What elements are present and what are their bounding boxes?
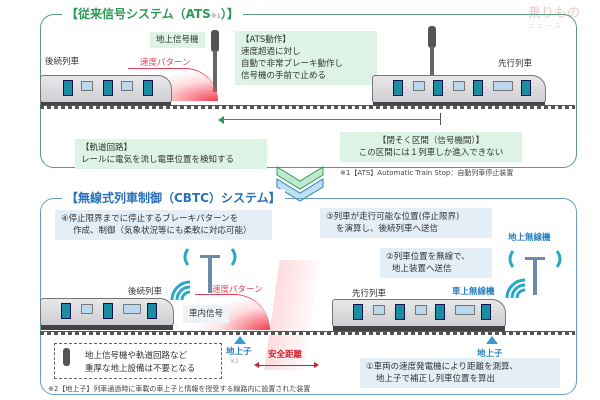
- no-equipment-line2: 重厚な地上設備は不要となる: [85, 364, 196, 374]
- cbtc-panel: [40, 198, 577, 395]
- rail-track-ats: [40, 105, 575, 109]
- cbtc-speed-pattern-label: 速度パターン: [212, 285, 263, 295]
- ats-ground-signal-icon: [211, 30, 219, 52]
- no-equipment-line1: 地上信号機や軌道回路など: [85, 351, 188, 361]
- cbtc-leading-train-label: 先行列車: [352, 289, 387, 299]
- block-section-box: 【閉そく区間（信号機間）】 この区間には１列車しか進入できない: [340, 132, 522, 162]
- cbtc-title: 【無線式列車制御（CBTC）システム】: [62, 189, 285, 206]
- step3-box: ③列車が走行可能な位置(停止限界) を演算し、後続列車へ送信: [320, 208, 492, 238]
- leading-train-cbtc: [332, 299, 506, 331]
- safe-distance-arrow-head: [314, 362, 319, 368]
- block-section-arrow-head: [218, 116, 224, 124]
- safe-distance-label: 安全距離: [268, 350, 303, 360]
- step2-box: ②列車位置を無線で、 地上装置へ送信: [380, 248, 492, 278]
- safe-distance-arrow-head: [254, 362, 259, 368]
- cbtc-footnote: ※2【地上子】列車通過時に車載の車上子と情報を授受する線路内に設置された装置: [48, 385, 311, 393]
- transponder-label: 地上子: [226, 347, 252, 357]
- ground-radio-antenna-icon: [508, 250, 562, 295]
- cab-signal-label: 車内信号: [183, 305, 230, 323]
- transponder-icon: [486, 336, 498, 344]
- ats-action-box: 【ATS動作】 速度超過に対し 自動で非常ブレーキ動作し 信号機の手前で止める: [235, 31, 377, 85]
- ground-radio-antenna-icon: [183, 248, 237, 293]
- following-train-cbtc: [40, 298, 174, 330]
- signal-pole: [213, 50, 217, 92]
- following-train-label: 後続列車: [45, 57, 80, 67]
- leading-train-label: 先行列車: [498, 59, 533, 69]
- step1-box: ①車両の速度発電機により距離を測算、 地上子で補正し列車位置を算出: [360, 358, 560, 388]
- chevron-down-icon: [276, 166, 324, 202]
- safe-distance-arrow: [257, 365, 315, 366]
- block-section-arrow-tick: [440, 113, 441, 125]
- ats-footnote: ※1【ATS】Automatic Train Stop：自動列車停止装置: [340, 169, 514, 177]
- track-circuit-box: 【軌道回路】 レールに電気を流し電車位置を検知する: [75, 139, 267, 169]
- onboard-radio-wave-icon: [170, 280, 191, 301]
- watermark-sub-text: ニュース: [528, 23, 564, 30]
- ats-leading-signal-icon: [428, 26, 436, 48]
- signal-crossed-icon: [63, 348, 70, 366]
- speed-pattern-label: 速度パターン: [140, 58, 191, 68]
- signal-pole: [430, 46, 434, 76]
- onboard-radio-wave-icon: [505, 278, 526, 299]
- step4-box: ④停止限界までに停止するブレーキパターンを 作成、制御（気象状況等にも柔軟に対応…: [55, 210, 272, 240]
- ground-signal-label: 地上信号機: [150, 32, 205, 48]
- block-section-arrow: [220, 119, 440, 120]
- transponder-label-leading: 地上子: [477, 349, 503, 359]
- leading-train-ats: [372, 75, 546, 107]
- onboard-radio-label: 車上無線機: [452, 287, 495, 297]
- cbtc-following-train-label: 後続列車: [128, 287, 163, 297]
- transponder-sup: ※2: [230, 358, 239, 365]
- rail-track-cbtc: [40, 331, 575, 335]
- ground-radio-label: 地上無線機: [508, 233, 551, 243]
- following-train-ats: [40, 75, 172, 107]
- no-equipment-box: 地上信号機や軌道回路など 重厚な地上設備は不要となる: [54, 343, 222, 379]
- transponder-icon: [234, 336, 246, 344]
- ats-title: 【従来信号システム（ATS※1）】: [62, 5, 243, 22]
